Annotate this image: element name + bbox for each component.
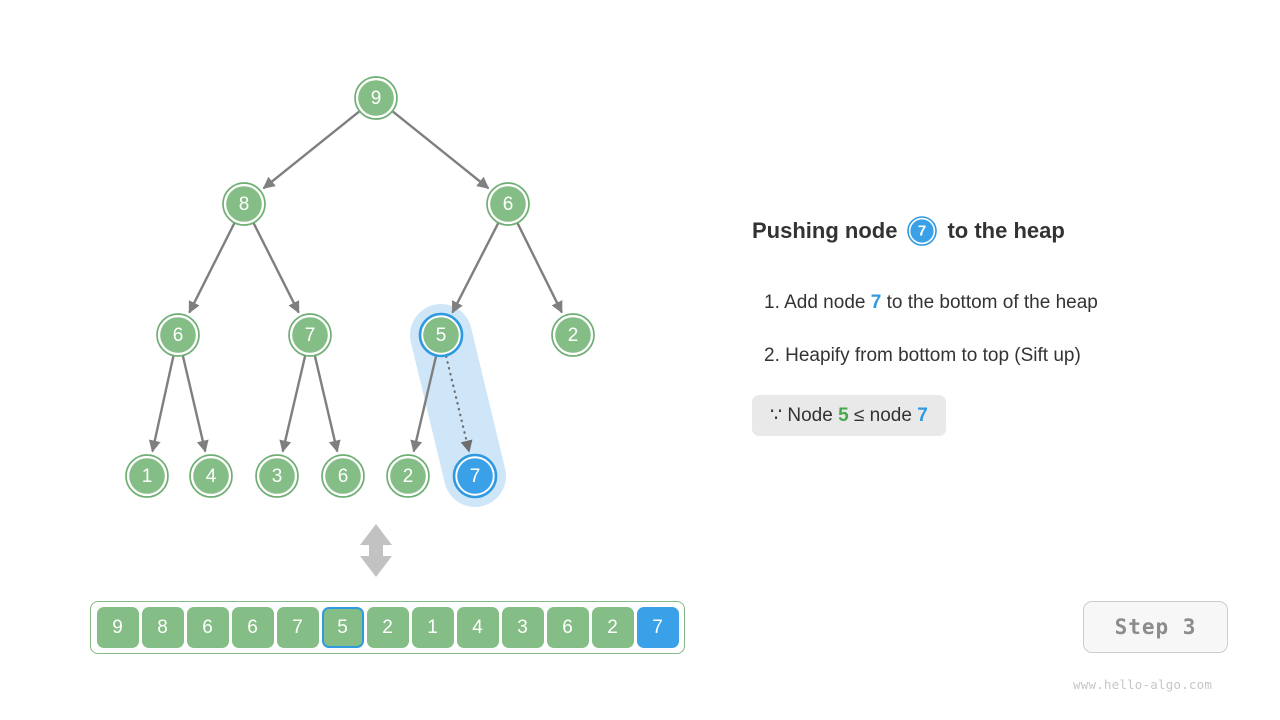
tree-edges (148, 110, 563, 453)
tree-edge (252, 222, 300, 314)
array-cell: 7 (636, 607, 679, 648)
reason-operator: ≤ (853, 405, 865, 426)
tree-node-2: 2 (386, 454, 430, 498)
tree-edge (410, 355, 438, 453)
tree-edge (445, 355, 473, 453)
step-1-post: to the bottom of the heap (886, 292, 1098, 313)
tree-edge (262, 110, 361, 189)
tree-edge (516, 222, 563, 314)
array-cell: 7 (276, 607, 319, 648)
array-cell: 2 (591, 607, 634, 648)
reason-value-a: 5 (838, 405, 849, 426)
panel-title-suffix: to the heap (947, 218, 1065, 243)
tree-node-3: 3 (255, 454, 299, 498)
tree-node-4: 4 (189, 454, 233, 498)
tree-node-9: 9 (354, 76, 398, 120)
tree-node-1: 1 (125, 454, 169, 498)
tree-edge (279, 355, 307, 453)
tree-node-7: 7 (452, 453, 498, 499)
tree-node-6: 6 (486, 182, 530, 226)
step-line-1: 1. Add node 7 to the bottom of the heap (764, 292, 1098, 314)
step-1-value: 7 (870, 292, 882, 313)
tree-edge (181, 355, 209, 453)
explanation-panel: Pushing node 7 to the heap 1. Add node 7… (752, 0, 1280, 720)
tree-node-5: 5 (418, 312, 464, 358)
array-cell: 9 (96, 607, 139, 648)
array-cell: 3 (501, 607, 544, 648)
array-cell: 2 (366, 607, 409, 648)
array-cell: 6 (186, 607, 229, 648)
tree-edge (188, 222, 236, 314)
reason-word-b: node (869, 405, 912, 426)
array-cell: 4 (456, 607, 499, 648)
step-1-number: 1. (764, 292, 780, 313)
tree-edge (391, 110, 490, 189)
panel-title: Pushing node 7 to the heap (752, 216, 1065, 246)
array-cell: 8 (141, 607, 184, 648)
tree-edge (148, 355, 175, 453)
sync-double-arrow-icon (360, 524, 392, 577)
tree-edge (451, 222, 500, 314)
tree-node-6: 6 (156, 313, 200, 357)
tree-edge (313, 355, 341, 453)
step-1-pre: Add node (784, 292, 866, 313)
panel-title-badge-value: 7 (918, 223, 926, 240)
panel-title-prefix: Pushing node (752, 218, 898, 243)
step-badge: Step 3 (1083, 601, 1228, 653)
tree-node-8: 8 (222, 182, 266, 226)
reason-value-b: 7 (917, 405, 928, 426)
panel-title-node-badge: 7 (907, 216, 938, 246)
step-2-number: 2. (764, 345, 780, 366)
array-cell: 6 (546, 607, 589, 648)
tree-node-2: 2 (551, 313, 595, 357)
reason-box: ∵ Node 5 ≤ node 7 (752, 395, 946, 436)
array-cell: 6 (231, 607, 274, 648)
step-line-2: 2. Heapify from bottom to top (Sift up) (764, 345, 1081, 367)
step-2-pre: Heapify from bottom to top (Sift up) (785, 345, 1081, 366)
tree-node-6: 6 (321, 454, 365, 498)
reason-word-a: Node (787, 405, 833, 426)
array-cell: 1 (411, 607, 454, 648)
watermark: www.hello-algo.com (1073, 677, 1213, 692)
array-cell: 5 (321, 607, 364, 648)
reason-because-symbol: ∵ (770, 405, 783, 426)
tree-node-7: 7 (288, 313, 332, 357)
